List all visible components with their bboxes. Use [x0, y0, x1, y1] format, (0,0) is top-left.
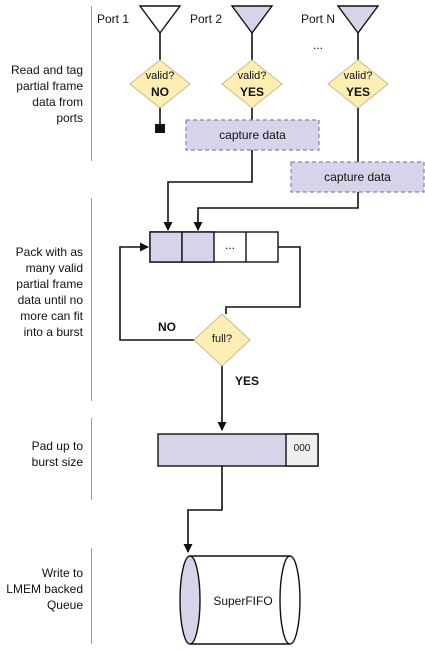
valid-no-port-1: NO [151, 85, 169, 99]
valid-label-port-2: valid? [237, 70, 267, 82]
antenna-port-2-icon [230, 5, 274, 60]
full-no-label: NO [158, 320, 176, 334]
superfifo-queue-icon [179, 555, 301, 645]
flow-capture-2-to-buffer [163, 150, 253, 231]
drop-terminator [155, 124, 165, 133]
stage-label-write: Write to LMEM backed Queue [6, 566, 83, 612]
stage-label-pad: Pad up to burst size [31, 439, 83, 469]
valid-label-port-1: valid? [145, 70, 175, 82]
superfifo-label: SuperFIFO [213, 594, 273, 608]
capture-data-box-port-2 [185, 119, 320, 151]
flow-capture-n-to-buffer [193, 192, 359, 231]
valid-decision-port-1 [129, 59, 191, 109]
stage-separator-write [91, 548, 92, 644]
capture-data-box-port-n [290, 161, 425, 193]
antenna-port-n-icon [336, 5, 380, 60]
full-label: full? [211, 333, 233, 345]
valid-decision-port-n [327, 59, 389, 109]
stage-label-pack: Pack with as many valid partial frame da… [15, 245, 83, 339]
flow-pad-to-queue [183, 466, 223, 553]
valid-yes-port-n: YES [345, 85, 370, 99]
stage-label-read: Read and tag partial frame data from por… [10, 63, 83, 125]
port-ellipsis: ... [313, 38, 324, 52]
valid-label-port-n: valid? [343, 70, 373, 82]
full-yes-label: YES [234, 374, 259, 388]
port-1-label: Port 1 [97, 12, 130, 26]
pad-box [157, 433, 319, 467]
stage-separator-read [91, 6, 92, 161]
pack-buffer [149, 231, 279, 263]
port-2-label: Port 2 [190, 12, 223, 26]
capture-label-port-2: capture data [219, 128, 286, 142]
stage-separator-pad [91, 418, 92, 500]
flow-buffer-to-full [225, 246, 301, 314]
capture-label-port-n: capture data [324, 170, 391, 184]
port-n-label: Port N [301, 12, 336, 26]
stage-separator-pack [91, 198, 92, 401]
valid-yes-port-2: YES [239, 85, 264, 99]
pad-fill-label: 000 [293, 443, 311, 454]
flow-full-no-loop [119, 242, 194, 341]
antenna-port-1-icon [138, 5, 182, 60]
buffer-slots-ellipsis: ... [224, 238, 235, 252]
valid-decision-port-2 [221, 59, 283, 109]
